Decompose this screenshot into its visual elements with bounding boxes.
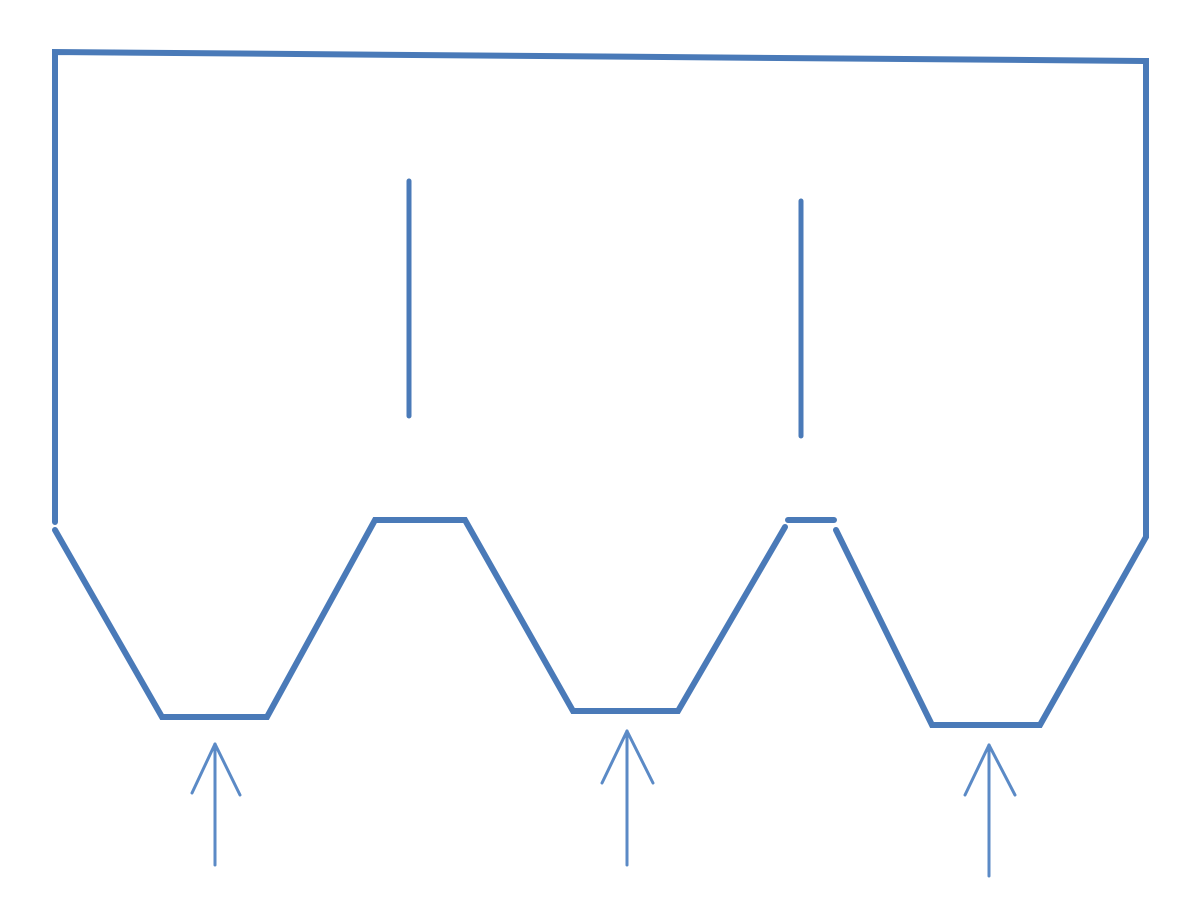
left-inlet-arrow <box>190 742 242 867</box>
middle-arrow-head <box>600 729 655 785</box>
vessel-outline <box>52 48 1149 728</box>
right-arrow-head <box>963 743 1017 797</box>
left-arrow-head <box>190 742 242 797</box>
middle-inlet-arrow <box>600 729 655 867</box>
right-inlet-arrow <box>963 743 1017 878</box>
